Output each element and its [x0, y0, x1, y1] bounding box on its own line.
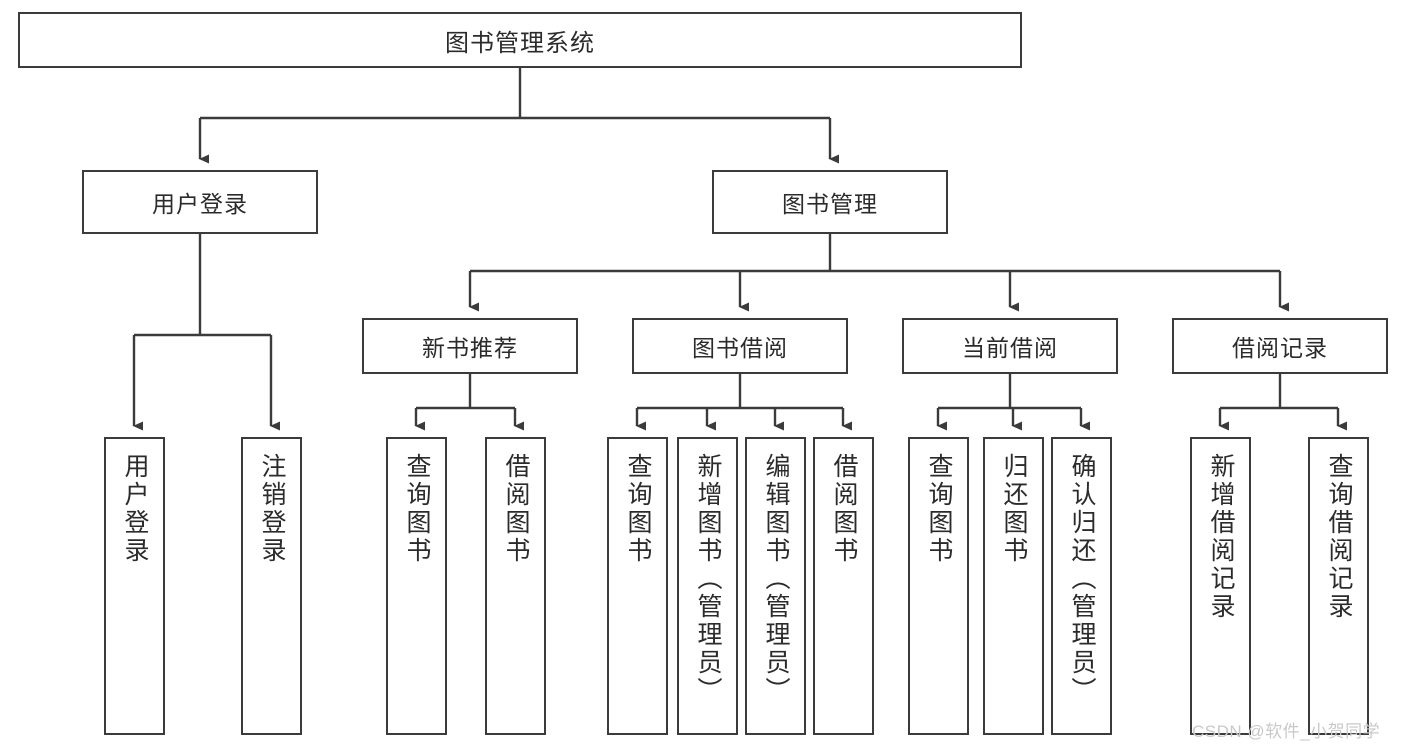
- node-leaf-borrow-lend[interactable]: 借阅图书: [813, 437, 874, 735]
- node-label: 归还图书: [1000, 453, 1028, 565]
- node-leaf-borrow-query[interactable]: 查询图书: [607, 437, 668, 735]
- node-label: 查询图书: [403, 453, 431, 565]
- node-label: 查询借阅记录: [1325, 453, 1353, 621]
- node-borrow-record[interactable]: 借阅记录: [1172, 318, 1388, 374]
- node-label: 图书管理系统: [445, 29, 595, 57]
- node-label: 借阅图书: [830, 453, 858, 565]
- node-leaf-borrow-add[interactable]: 新增图书（管理员）: [677, 437, 738, 735]
- node-label: 用户登录: [121, 453, 149, 565]
- node-label: 注销登录: [258, 453, 286, 565]
- node-label: 新增借阅记录: [1207, 453, 1235, 621]
- node-current-borrow[interactable]: 当前借阅: [902, 318, 1118, 374]
- node-label: 查询图书: [925, 453, 953, 565]
- node-label: 编辑图书（管理员）: [762, 453, 790, 705]
- node-leaf-rec-query[interactable]: 查询图书: [386, 437, 447, 735]
- watermark-label: CSDN @软件_小贺同学: [1192, 722, 1381, 741]
- node-leaf-borrow-edit[interactable]: 编辑图书（管理员）: [745, 437, 806, 735]
- node-label: 借阅图书: [502, 453, 530, 565]
- node-label: 新书推荐: [422, 335, 518, 361]
- node-label: 查询图书: [624, 453, 652, 565]
- node-label: 借阅记录: [1232, 335, 1328, 361]
- node-book-borrow[interactable]: 图书借阅: [632, 318, 848, 374]
- node-leaf-user-logout[interactable]: 注销登录: [241, 437, 302, 735]
- node-label: 图书借阅: [692, 335, 788, 361]
- node-leaf-rec-add[interactable]: 新增借阅记录: [1190, 437, 1251, 735]
- node-root[interactable]: 图书管理系统: [18, 12, 1022, 68]
- node-new-book-rec[interactable]: 新书推荐: [362, 318, 578, 374]
- node-leaf-cur-return[interactable]: 归还图书: [983, 437, 1044, 735]
- node-book-manage[interactable]: 图书管理: [712, 170, 948, 234]
- node-leaf-user-login[interactable]: 用户登录: [104, 437, 165, 735]
- node-leaf-rec-borrow[interactable]: 借阅图书: [485, 437, 546, 735]
- node-label: 当前借阅: [962, 335, 1058, 361]
- node-leaf-cur-query[interactable]: 查询图书: [908, 437, 969, 735]
- node-leaf-rec-search[interactable]: 查询借阅记录: [1308, 437, 1369, 735]
- node-label: 用户登录: [152, 191, 248, 217]
- node-label: 图书管理: [782, 191, 878, 217]
- node-leaf-cur-confirm[interactable]: 确认归还（管理员）: [1051, 437, 1112, 735]
- node-label: 新增图书（管理员）: [694, 453, 722, 705]
- node-user-login[interactable]: 用户登录: [82, 170, 318, 234]
- node-label: 确认归还（管理员）: [1068, 453, 1096, 705]
